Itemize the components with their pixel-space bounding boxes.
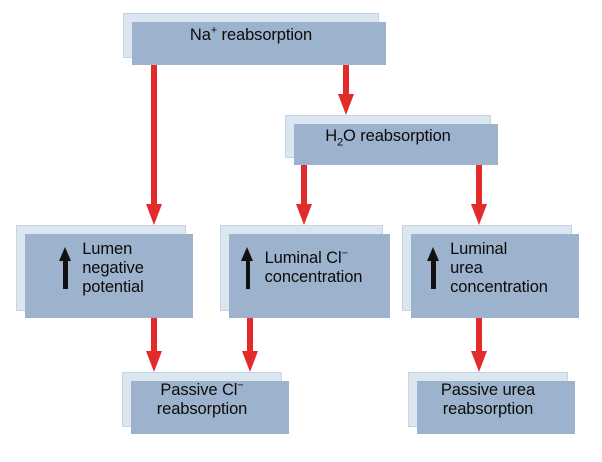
arrow-luminal-cl-to-passive-cl [240, 310, 260, 372]
arrow-luminal-urea-to-passive-urea [469, 310, 489, 372]
node-content: Passive Cl−reabsorption [151, 379, 254, 419]
node-label-h2o-reabsorption: H2O reabsorption [325, 127, 451, 149]
arrow-na-to-h2o-reabsorption [336, 57, 356, 115]
arrow-head [146, 351, 162, 372]
increase-up-arrow-icon [426, 247, 441, 289]
arrow-head [296, 204, 312, 225]
arrow-lumen-negative-potential-to-passive-cl [144, 310, 164, 372]
node-h2o-reabsorption[interactable]: H2O reabsorption [285, 115, 498, 165]
box-shadow [417, 381, 575, 434]
arrow-head [471, 351, 487, 372]
caption-strip [0, 450, 602, 462]
node-content: Na+ reabsorption [184, 24, 318, 45]
node-passive-cl-reabsorption[interactable]: Passive Cl−reabsorption [122, 372, 289, 434]
arrow-h2o-to-luminal-urea-concentration [469, 157, 489, 225]
node-na-reabsorption[interactable]: Na+ reabsorption [123, 13, 386, 65]
box-shadow [132, 22, 386, 65]
arrow-head [338, 94, 354, 115]
increase-up-arrow-icon [58, 247, 73, 289]
box-shadow [411, 234, 579, 318]
arrow-stem [301, 157, 307, 204]
arrow-stem [247, 310, 253, 351]
box-shadow [25, 234, 193, 318]
arrow-h2o-to-luminal-cl-concentration [294, 157, 314, 225]
node-label-passive-cl-reabsorption: Passive Cl−reabsorption [156, 379, 248, 418]
node-content: H2O reabsorption [319, 127, 457, 149]
arrow-head [471, 204, 487, 225]
arrow-stem [151, 57, 157, 204]
node-content: Luminal Cl−concentration [235, 247, 369, 289]
increase-up-arrow-icon [241, 247, 256, 289]
arrow-stem [476, 310, 482, 351]
node-label-na-reabsorption: Na+ reabsorption [189, 24, 313, 44]
box-shadow [131, 381, 289, 434]
box-shadow [294, 124, 498, 165]
node-luminal-cl-concentration[interactable]: Luminal Cl−concentration [220, 225, 390, 318]
node-label-luminal-cl-concentration: Luminal Cl−concentration [264, 247, 363, 286]
arrow-stem [476, 157, 482, 204]
box-shadow [229, 234, 390, 318]
arrow-head [242, 351, 258, 372]
arrow-stem [343, 57, 349, 94]
arrow-stem [151, 310, 157, 351]
arrow-na-to-lumen-negative-potential [144, 57, 164, 225]
arrow-head [146, 204, 162, 225]
